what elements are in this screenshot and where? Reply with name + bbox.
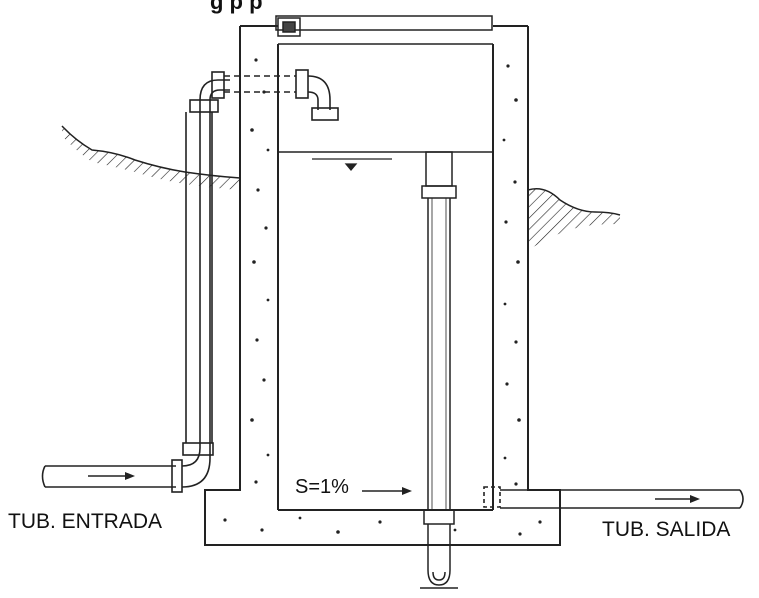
slope-arrow (362, 487, 412, 495)
concrete-aggregate (223, 58, 542, 536)
inlet-pipe-label: TUB. ENTRADA (8, 510, 163, 533)
outlet-pipe-label: TUB. SALIDA (602, 518, 731, 541)
inlet-pipe (41, 69, 339, 493)
water-level-symbol (312, 158, 392, 172)
ground-right (527, 188, 621, 250)
inlet-flow-arrow (88, 472, 135, 480)
outlet-flow-arrow (655, 495, 700, 503)
slope-label: S=1% (295, 476, 349, 498)
ground-left (61, 125, 241, 190)
drain-pipe (420, 151, 458, 589)
concrete-structure (204, 25, 561, 546)
tank-interior (278, 43, 493, 153)
tank-lid (275, 15, 493, 37)
figure-title: g p p (210, 0, 263, 14)
outlet-pipe (483, 486, 744, 509)
